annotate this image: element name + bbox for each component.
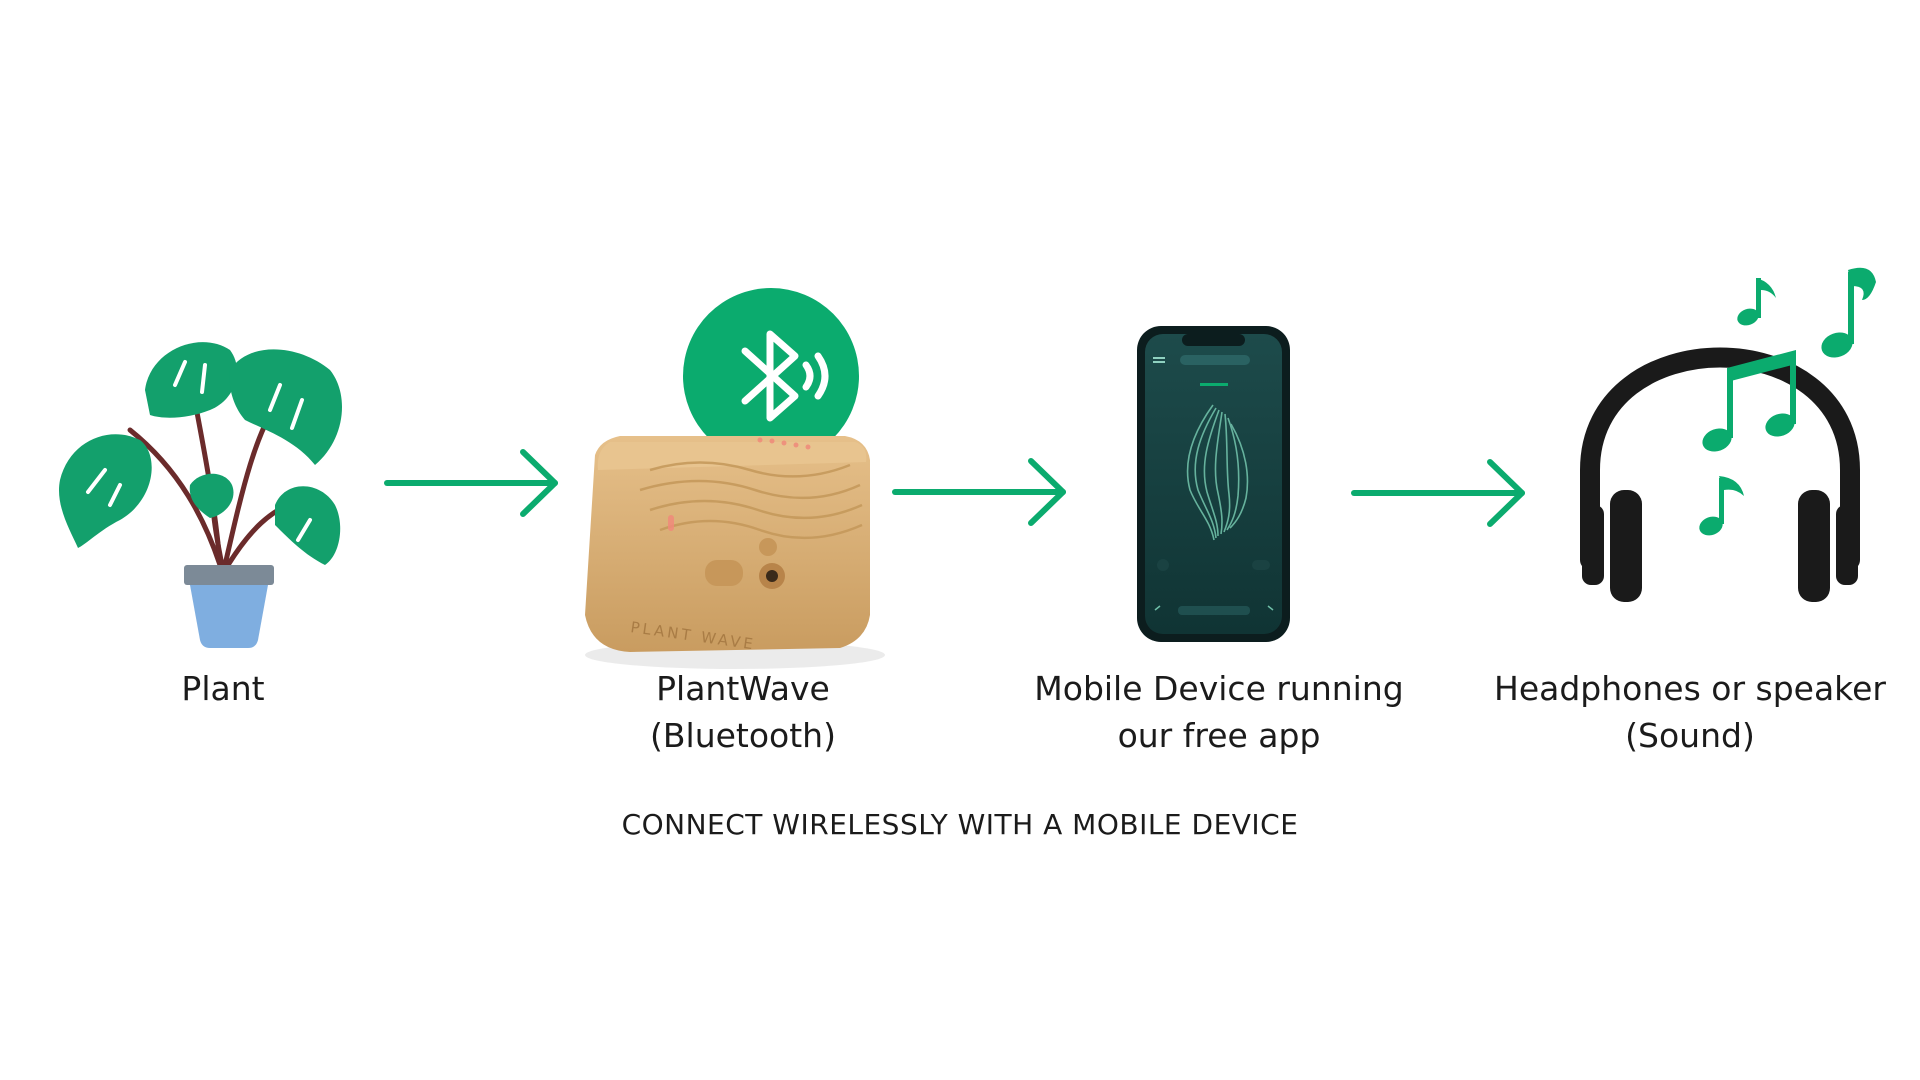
headphones-label-line1: Headphones or speaker bbox=[1494, 669, 1886, 708]
plant-icon bbox=[59, 342, 342, 648]
headphones-icon bbox=[1580, 347, 1860, 602]
plantwave-label-line2: (Bluetooth) bbox=[650, 716, 836, 755]
mobile-device-label: Mobile Device running our free app bbox=[1019, 665, 1419, 759]
arrow-right-icon bbox=[384, 449, 558, 517]
arrow-right-icon bbox=[1351, 459, 1525, 527]
mobile-device-label-line1: Mobile Device running bbox=[1034, 669, 1404, 708]
mobile-phone-icon bbox=[1137, 326, 1290, 642]
plantwave-device-icon: PLANT WAVE bbox=[585, 288, 885, 669]
headphones-label-line2: (Sound) bbox=[1625, 716, 1755, 755]
mobile-device-label-line2: our free app bbox=[1117, 716, 1321, 755]
bluetooth-icon bbox=[683, 288, 859, 464]
diagram-caption: CONNECT WIRELESSLY WITH A MOBILE DEVICE bbox=[621, 808, 1299, 841]
headphones-label: Headphones or speaker (Sound) bbox=[1480, 665, 1900, 759]
plantwave-label-line1: PlantWave bbox=[656, 669, 830, 708]
plant-label-line1: Plant bbox=[181, 669, 265, 708]
plantwave-label: PlantWave (Bluetooth) bbox=[593, 665, 893, 759]
music-notes-icon bbox=[1699, 267, 1876, 536]
plant-label: Plant bbox=[123, 665, 323, 712]
arrow-right-icon bbox=[892, 458, 1066, 526]
